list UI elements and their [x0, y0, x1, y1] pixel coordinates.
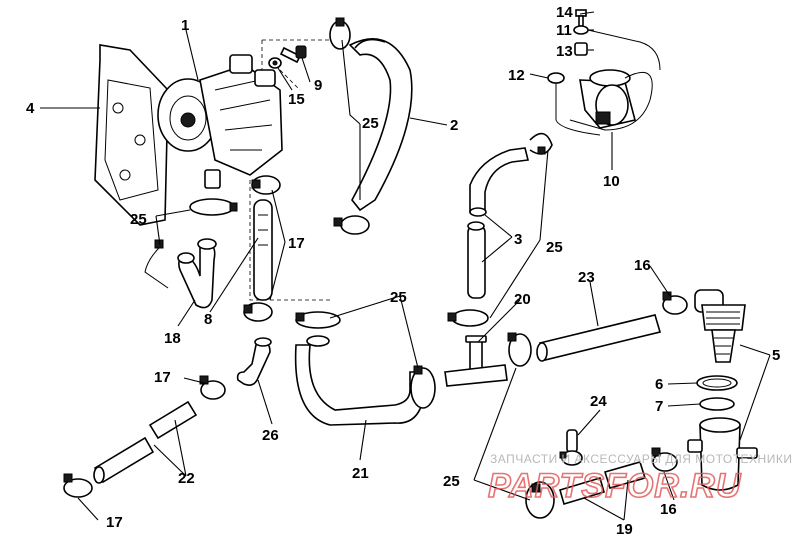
hose-2 [348, 38, 413, 212]
callout-5: 5 [772, 347, 780, 364]
callout-16-bottom: 16 [660, 501, 677, 518]
hose-22 [93, 400, 198, 484]
callout-17-c: 17 [106, 514, 123, 531]
callout-20: 20 [514, 291, 531, 308]
callout-25-a: 25 [362, 115, 379, 132]
clamp-16-bottom [651, 447, 678, 472]
callout-23: 23 [578, 269, 595, 286]
callout-22: 22 [178, 470, 195, 487]
clamp-17-left [199, 375, 226, 400]
callout-3: 3 [514, 231, 522, 248]
clamp-25-mid [333, 215, 370, 235]
clamp-25-hose23 [507, 332, 532, 367]
washer-15 [268, 57, 282, 69]
callout-25-e: 25 [443, 473, 460, 490]
watermark: ЗАПЧАСТИ И АКСЕССУАРЫ ДЛЯ МОТОТЕХНИКИ PA… [487, 452, 792, 506]
callout-11: 11 [556, 22, 572, 39]
primer-bulb-10 [569, 69, 653, 131]
watermark-brand: PARTSFOR.RU [488, 467, 742, 505]
clamp-17-bottom-left [63, 473, 93, 498]
callout-25-d: 25 [390, 289, 407, 306]
callout-6: 6 [655, 376, 663, 393]
callout-21: 21 [352, 465, 369, 482]
callout-10: 10 [603, 173, 620, 190]
callout-17-a: 17 [288, 235, 305, 252]
hose-21 [294, 335, 425, 426]
callout-14: 14 [556, 4, 573, 21]
clamp-25-hose21 [295, 311, 436, 409]
callout-2: 2 [450, 117, 458, 134]
callout-24: 24 [590, 393, 607, 410]
callout-7: 7 [655, 398, 663, 415]
hose-23 [536, 314, 662, 362]
screw-14 [575, 9, 587, 27]
callout-18: 18 [164, 330, 181, 347]
filter-bowl-5 [687, 417, 758, 491]
hose-19 [559, 461, 647, 505]
callout-26: 26 [262, 427, 279, 444]
callout-19: 19 [616, 521, 633, 538]
callout-13: 13 [556, 43, 573, 60]
callout-17-b: 17 [154, 369, 171, 386]
callout-25-b: 25 [130, 211, 147, 228]
fitting-24 [559, 429, 583, 466]
leader-lines [40, 11, 771, 521]
hose-26 [236, 337, 272, 386]
seal-ring-6 [696, 375, 738, 391]
callout-16-top: 16 [634, 257, 651, 274]
clamp-17-b [243, 302, 273, 322]
o-ring-7 [699, 397, 735, 411]
callout-8: 8 [204, 311, 212, 328]
callout-4: 4 [26, 100, 35, 117]
clamp-25-hose3 [447, 132, 553, 327]
clamp-16-top [662, 291, 688, 315]
clamp-25-left [144, 198, 238, 289]
hose-3 [467, 147, 529, 299]
watermark-tagline: ЗАПЧАСТИ И АКСЕССУАРЫ ДЛЯ МОТОТЕХНИКИ [490, 452, 792, 466]
clamp-25-bottom [525, 481, 555, 519]
tee-fitting-20 [444, 335, 508, 387]
callout-15: 15 [288, 91, 305, 108]
elbow-hose-18 [177, 238, 217, 309]
fuel-filter-5 [694, 289, 746, 363]
callout-25-c: 25 [546, 239, 563, 256]
clamp-25-top [329, 17, 351, 50]
callout-12: 12 [508, 67, 525, 84]
nut-13 [574, 42, 588, 56]
gasket-plate-4 [94, 44, 169, 226]
callout-1: 1 [181, 17, 189, 34]
callout-9: 9 [314, 77, 322, 94]
callouts: 1 2 3 4 5 6 7 8 9 10 11 12 13 14 15 16 1… [26, 4, 780, 538]
screw-9 [279, 45, 307, 64]
tube-8 [253, 199, 273, 301]
clamp-17-a [251, 175, 281, 195]
fuel-pump-1 [157, 54, 283, 189]
